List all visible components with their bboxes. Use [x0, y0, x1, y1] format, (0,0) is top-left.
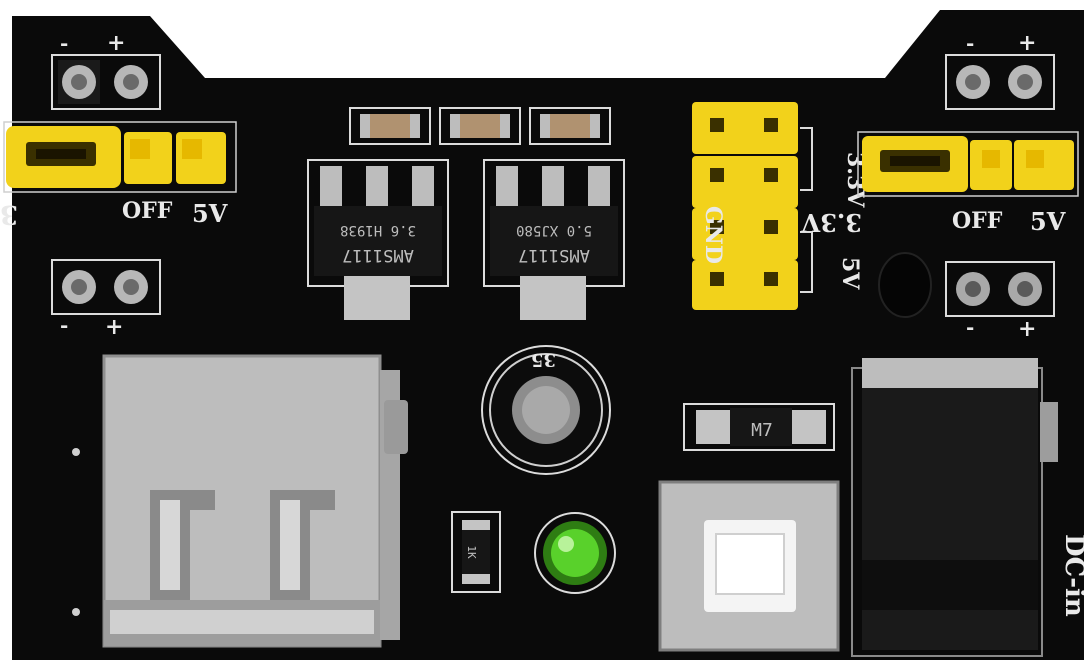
- left-voltage-jumper[interactable]: [3, 121, 237, 193]
- right-top-minus-label: -: [966, 31, 974, 55]
- left-voltage-labels: 3.3V OFF 5V: [0, 198, 228, 229]
- right-top-rail-pins: - +: [945, 30, 1055, 110]
- regulator-3v3-code: 3.6 H1938: [340, 222, 416, 238]
- right-voltage-jumper[interactable]: [857, 131, 1079, 197]
- right-bottom-plus-label: +: [1018, 316, 1036, 342]
- right-voltage-labels: 3.3V OFF 5V: [801, 207, 1065, 237]
- usb-port[interactable]: [102, 354, 408, 648]
- right-bottom-minus-label: -: [966, 315, 974, 339]
- left-top-plus-label: +: [107, 30, 125, 56]
- right-label-5v: 5V: [1030, 207, 1066, 236]
- regulator-3v3-part: AMS1117: [342, 245, 414, 265]
- via-1: [72, 448, 80, 456]
- smd-capacitors: [349, 107, 611, 145]
- left-bottom-minus-label: -: [60, 313, 68, 337]
- electrolytic-capacitor: 35: [481, 345, 611, 475]
- regulator-5v-part: AMS1117: [518, 245, 590, 265]
- dc-jack[interactable]: DC-in: [851, 358, 1084, 657]
- header-label-gnd: GND: [700, 206, 726, 264]
- regulator-3v3: AMS1117 3.6 H1938: [307, 159, 449, 320]
- resistor-1k: 1K: [451, 511, 501, 593]
- dc-in-label: DC-in: [1059, 534, 1084, 617]
- capacitor-label: 35: [531, 349, 556, 370]
- power-led: [534, 512, 616, 594]
- resistor-label: 1K: [465, 545, 478, 559]
- right-top-plus-label: +: [1018, 30, 1036, 56]
- right-label-3v3: 3.3V: [801, 208, 862, 237]
- header-label-5v: 5V: [837, 257, 863, 290]
- left-top-rail-pins: - +: [51, 30, 161, 110]
- left-top-minus-label: -: [60, 31, 68, 55]
- left-label-3v3: 3.3V: [0, 199, 18, 229]
- left-label-5v: 5V: [192, 199, 228, 228]
- regulator-5v: AMS1117 5.0 XJ580: [483, 159, 625, 320]
- power-button[interactable]: [658, 480, 840, 652]
- right-label-off: OFF: [952, 208, 1003, 234]
- via-2: [72, 608, 80, 616]
- left-label-off: OFF: [122, 198, 173, 224]
- diode-m7: M7: [683, 403, 835, 451]
- diode-label: M7: [751, 420, 773, 441]
- left-bottom-plus-label: +: [105, 314, 123, 340]
- output-header[interactable]: [692, 102, 813, 310]
- right-bottom-rail-pins: - +: [878, 252, 1055, 342]
- left-bottom-rail-pins: - +: [51, 259, 161, 340]
- regulator-5v-code: 5.0 XJ580: [516, 222, 592, 238]
